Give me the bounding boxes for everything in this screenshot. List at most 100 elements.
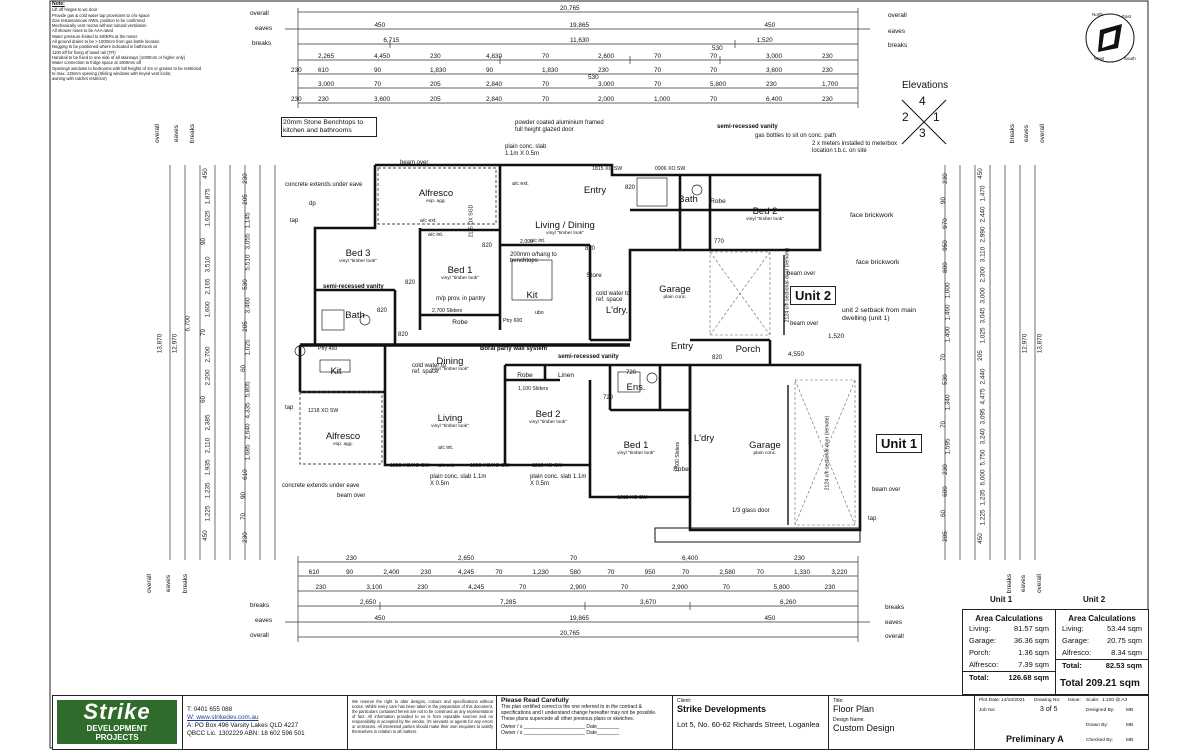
bottom-dim-row3: 3,100 <box>366 584 383 591</box>
client-name: Strike Developments <box>677 704 767 714</box>
top-dim-row4: 2,600 <box>598 53 614 60</box>
client-address: Lot 5, No. 60-62 Richards Street, Loganl… <box>677 720 820 729</box>
room-name: Porch <box>735 344 761 355</box>
door-width: 820 <box>482 243 493 249</box>
top-dim-row5: 230 <box>822 67 833 74</box>
top-dim-eaves: 450 <box>764 22 776 29</box>
callout-tap2: tap <box>285 405 294 411</box>
right_dims-val: 2,440 <box>979 206 987 223</box>
designed-by-label: Designed By: <box>1086 708 1115 713</box>
room-name: Robe <box>452 319 468 326</box>
left_dims-inner: 4,335 <box>244 402 252 419</box>
note-item: Openings windows to bedrooms with fall h… <box>52 65 202 71</box>
room-name: Linen <box>558 372 574 379</box>
read-title: Please Read Carefully <box>501 697 569 704</box>
room-store: Store <box>586 272 602 279</box>
door-width: 820 <box>405 280 416 286</box>
top-dim-row7: 1,000 <box>654 96 670 103</box>
room-ldry-bottom: L'dry <box>694 433 714 444</box>
bottom-dim-breaks: 2,650 <box>360 599 376 606</box>
area-value: 20.75 sqm <box>1106 636 1142 645</box>
area-value: 53.44 sqm <box>1106 624 1142 633</box>
left_dims-overall: 13,870 <box>156 333 164 354</box>
bottom-dim-row2: 70 <box>495 569 503 576</box>
opening-w1815: 1815 XO SW <box>592 166 623 172</box>
opening-ac1: a/c ext. <box>512 181 529 187</box>
top-dim-row7: 205 <box>430 96 441 103</box>
left_dims-inner: 205 <box>241 320 249 332</box>
right_dims-inner: 1,000 <box>944 282 952 299</box>
left_dims-breaks-a: 6,700 <box>184 315 192 332</box>
area-unit1-title: Area Calculations <box>975 614 1043 623</box>
dimension-lines <box>169 11 1036 638</box>
room-ldry-top: L'dry. <box>606 305 628 316</box>
left_dims-val: 3,510 <box>204 256 212 273</box>
room-robe-b: Robe <box>710 198 726 205</box>
bottom-dim-row2: 1,230 <box>532 569 549 576</box>
left_dims-inner: 230 <box>241 532 249 543</box>
top-dim-row7: 230 <box>822 96 833 103</box>
top-dim-row7: 2,000 <box>598 96 614 103</box>
note-item: All shower roses to be AAA rated <box>52 28 113 34</box>
designed-by: MB <box>1126 708 1134 713</box>
right_dims-val: 3,095 <box>979 408 987 425</box>
side-eaves-right: eaves <box>1023 124 1031 143</box>
left_dims-val: 2,385 <box>204 414 212 431</box>
room-name: Bed 2 <box>752 206 778 217</box>
client-label: Client: <box>677 698 692 704</box>
callout-cold-water-1: cold water to ref. space <box>596 291 631 303</box>
logo-projects: PROJECTS <box>95 733 139 742</box>
callout-tap1: tap <box>868 516 877 522</box>
callout-semi-vanity-left: semi-recessed vanity <box>323 284 384 290</box>
right_dims-val: 3,110 <box>979 246 987 263</box>
left_dims-inner: 1,685 <box>244 444 252 461</box>
left_dims-val: 450 <box>201 530 209 542</box>
door-width: 820 <box>712 355 723 361</box>
callout-setback: unit 2 setback from main dwelling (unit … <box>842 307 917 322</box>
opening-kit-bench: ubo <box>535 310 544 316</box>
opening-sectional2: 2124 c/h sectional door (remote) <box>824 415 831 491</box>
job-label: Job No: <box>979 708 996 713</box>
note-item: Mechanically vent rooms without natural … <box>52 23 147 29</box>
right_dims-val: 2,440 <box>979 368 987 385</box>
area-value: 1.36 sqm <box>1018 648 1049 657</box>
opening-w1218a: 1218 XO SW <box>308 408 339 414</box>
note-item: awning with ratchet restrictor) <box>52 76 107 82</box>
bottom-dim-row2: 4,245 <box>458 569 474 576</box>
area-unit2-total-value: 82.53 sqm <box>1105 661 1142 670</box>
top-dim-row5: 70 <box>710 67 718 74</box>
top-dim-row5: 90 <box>374 67 382 74</box>
note-item: Provide gas & cold water tap provisions … <box>52 12 150 18</box>
room-name: Living / Dining <box>535 220 595 231</box>
right_dims-val: 450 <box>976 168 984 179</box>
callout-dp: dp <box>309 201 316 207</box>
note-item: Water connection to fridge space at 1900… <box>52 60 141 66</box>
room-name: Ens. <box>626 382 646 393</box>
room-name: Bath <box>345 310 365 321</box>
top-dim-row7: 230 <box>318 96 329 103</box>
side-overall-right: overall <box>1038 124 1046 143</box>
overall-label-bottom-r: overall <box>885 633 904 640</box>
contact-licence: QBCC Lic. 1302229 ABN: 18 602 596 501 <box>187 730 305 737</box>
area-value: 8.34 sqm <box>1111 648 1142 657</box>
contact-web-link[interactable]: W: www.strikedev.com.au <box>187 714 259 721</box>
bottom-dim-row2: 70 <box>607 569 615 576</box>
callout-alum-door: powder coated aluminium framed full heig… <box>515 120 604 133</box>
top-dim-row6: 3,000 <box>318 81 334 88</box>
side-eaves-left: eaves <box>173 124 181 143</box>
room-name: L'dry <box>693 433 715 444</box>
right_dims-inner: 950 <box>941 240 949 251</box>
room-name: Dining <box>436 356 464 367</box>
area-unit1-total-value: 126.68 sqm <box>1008 673 1049 682</box>
room-finish: vinyl "timber look" <box>431 367 469 372</box>
right_dims-inner: 1,460 <box>944 304 952 321</box>
callout-semi-vanity-mid: semi-recessed vanity <box>558 354 619 360</box>
top-dim-breaks: 11,630 <box>570 37 590 44</box>
top-dim-row7: 6,400 <box>766 96 782 103</box>
room-entry-top: Entry <box>584 185 606 196</box>
callout-mp-prov: m/p prov. in pantry <box>436 296 486 302</box>
left_dims-val: 1,935 <box>204 459 212 476</box>
top-dim-row7: 2,840 <box>486 96 502 103</box>
